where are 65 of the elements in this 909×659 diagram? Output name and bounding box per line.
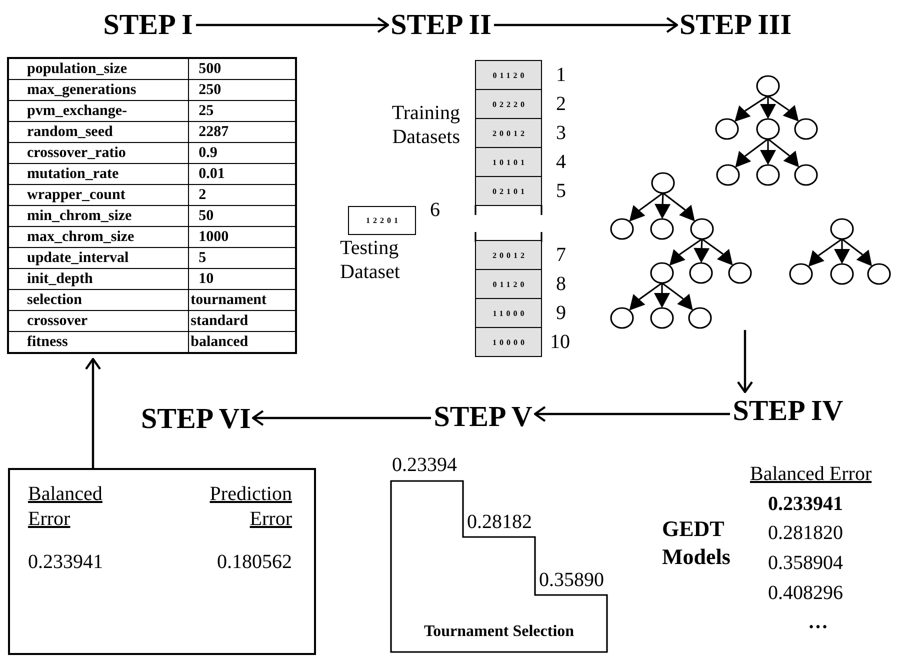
row-number: 8 [556, 272, 566, 296]
step-heading: STEP II [388, 6, 494, 44]
parameter-name: population_size [8, 58, 188, 80]
data-row: 10000 [475, 327, 542, 357]
arrow [252, 410, 431, 426]
column-heading: Prediction Error [208, 482, 292, 532]
arrow [736, 330, 754, 394]
score-label: 0.28182 [467, 510, 532, 534]
arrow [84, 358, 102, 468]
parameter-name: wrapper_count [8, 184, 188, 206]
error-value: 0.233941 [28, 550, 103, 575]
parameter-name: init_depth [8, 268, 188, 290]
row-number: 6 [430, 198, 440, 222]
error-value: 0.358904 [768, 551, 843, 575]
dataset-label: Training Datasets [390, 101, 460, 149]
data-row: 11000 [475, 298, 542, 328]
score-label: 0.35890 [539, 568, 604, 592]
data-row: 20012 [475, 118, 542, 148]
staircase-shape [390, 480, 608, 653]
arrow [196, 16, 390, 34]
parameter-table [7, 57, 297, 354]
row-number: 1 [556, 63, 566, 87]
row-number: 7 [556, 243, 566, 267]
row-number: 4 [556, 150, 566, 174]
parameter-name: crossover [8, 310, 188, 332]
step-heading: STEP VI [139, 400, 253, 438]
parameter-name: min_chrom_size [8, 206, 188, 226]
parameter-name: pvm_exchange- [8, 100, 188, 122]
step-heading: STEP I [100, 6, 196, 44]
parameter-name: selection [8, 290, 188, 310]
arrow [534, 406, 730, 422]
row-number: 3 [556, 121, 566, 145]
selection-label: Tournament Selection [422, 623, 576, 641]
row-number: 2 [556, 92, 566, 116]
step-heading: STEP V [431, 398, 535, 436]
dataset-label: Testing Dataset [340, 236, 401, 284]
error-value: 0.281820 [768, 521, 843, 545]
data-row: 12201 [348, 206, 416, 235]
data-row: 01120 [475, 60, 542, 90]
column-heading: Balanced Error [28, 482, 104, 532]
parameter-name: max_generations [8, 80, 188, 100]
parameter-name: update_interval [8, 248, 188, 268]
error-value: 0.408296 [768, 581, 843, 605]
parameter-name: crossover_ratio [8, 142, 188, 164]
data-row: 02220 [475, 89, 542, 119]
data-row: 20012 [475, 240, 542, 270]
arrow [494, 16, 678, 34]
step-heading: STEP IV [730, 392, 846, 430]
parameter-name: random_seed [8, 122, 188, 142]
models-label: GEDT Models [662, 515, 732, 571]
column-heading: Balanced Error [750, 462, 872, 486]
step-heading: STEP III [677, 6, 794, 44]
row-number: 9 [556, 301, 566, 325]
row-number: 5 [556, 179, 566, 203]
parameter-name: mutation_rate [8, 164, 188, 184]
data-row: 10101 [475, 147, 542, 177]
error-value: 0.180562 [217, 550, 292, 575]
data-row: 02101 [475, 176, 542, 206]
score-label: 0.23394 [392, 453, 457, 477]
error-value: 0.233941 [768, 492, 843, 516]
results-box [8, 468, 316, 655]
parameter-name: max_chrom_size [8, 226, 188, 248]
ellipsis: … [808, 610, 828, 634]
data-row: 01120 [475, 269, 542, 299]
row-number: 10 [550, 330, 570, 354]
